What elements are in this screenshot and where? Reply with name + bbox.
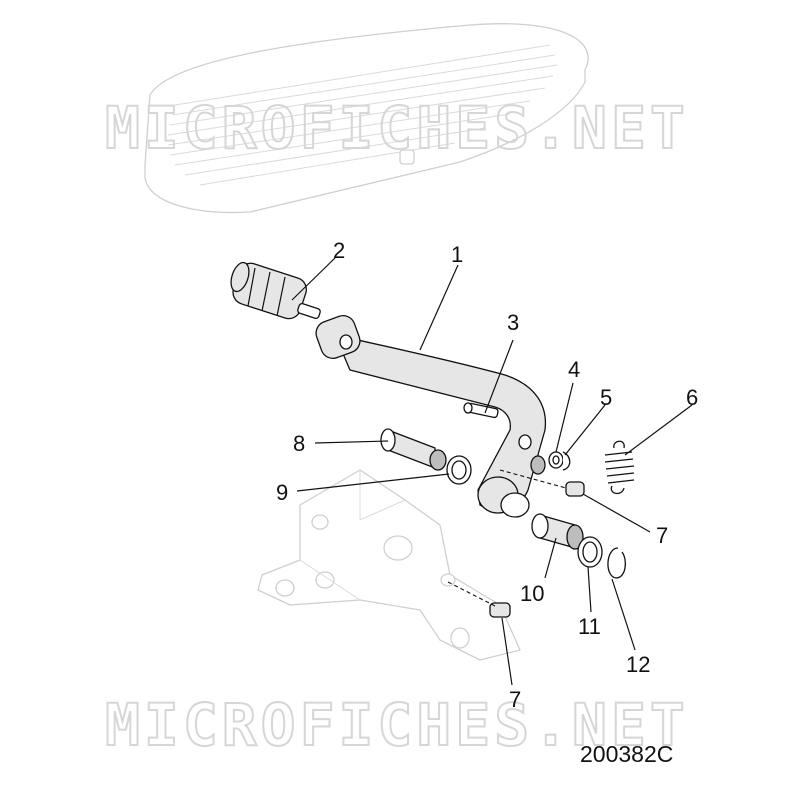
callout-9: 9	[276, 480, 288, 505]
callout-4: 4	[568, 357, 580, 382]
washer-clip-parts	[577, 536, 627, 579]
callout-11: 11	[578, 614, 601, 639]
callout-7-lower: 7	[509, 687, 521, 712]
lower-bolt-part	[447, 581, 511, 618]
watermark-top: MICROFICHES.NET	[105, 94, 689, 162]
floorboard-ghost	[144, 23, 589, 214]
callout-10: 10	[520, 581, 544, 606]
callout-1: 1	[451, 242, 463, 267]
callout-2: 2	[333, 238, 345, 263]
callout-3: 3	[507, 310, 519, 335]
sleeve-part	[531, 513, 584, 550]
watermark-bottom: MICROFICHES.NET	[105, 691, 689, 759]
pin-part	[463, 402, 499, 419]
mounting-bracket-ghost	[257, 469, 521, 661]
shift-lever-part	[315, 315, 547, 518]
spring-part	[604, 440, 635, 495]
callout-12: 12	[626, 652, 650, 677]
document-number: 200382C	[580, 741, 673, 767]
small-hardware-parts	[499, 451, 585, 497]
callout-5: 5	[600, 385, 612, 410]
callout-6: 6	[686, 385, 698, 410]
washer-part-9	[446, 455, 472, 485]
callout-8: 8	[293, 431, 305, 456]
callout-7-upper: 7	[656, 523, 668, 548]
pivot-bushing-part	[380, 428, 447, 471]
shift-peg-part	[230, 261, 321, 320]
leader-lines	[291, 257, 693, 686]
